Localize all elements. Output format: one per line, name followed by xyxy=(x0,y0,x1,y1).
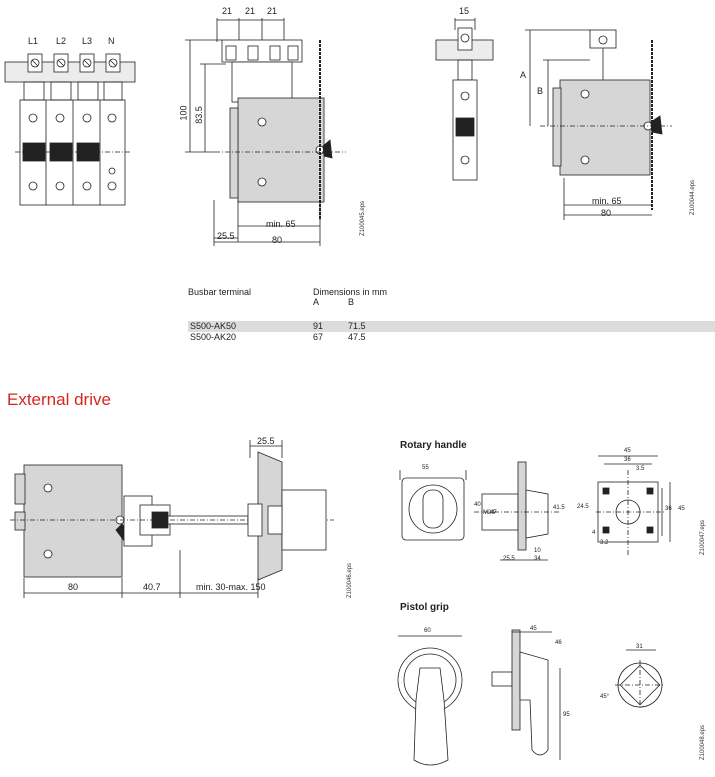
pistol-d45: 45 xyxy=(530,626,537,632)
dim-83-5: 83.5 xyxy=(193,106,204,124)
rotary-d41-5: 41.5 xyxy=(553,505,565,511)
dim-15: 15 xyxy=(459,6,470,16)
phase-label-l3: L3 xyxy=(82,36,93,46)
dim-40-7: 40.7 xyxy=(143,582,161,592)
dim-100: 100 xyxy=(178,105,189,121)
rotary-d24-5: 24.5 xyxy=(577,504,589,510)
dim-80-ext: 80 xyxy=(68,582,79,592)
front-view-breaker xyxy=(4,53,136,206)
pistol-d60: 60 xyxy=(424,628,431,634)
table-sub-b: B xyxy=(348,297,355,307)
dim-b: B xyxy=(537,86,544,96)
table-cell-a: 67 xyxy=(313,332,324,342)
rotary-d45: 45 xyxy=(624,448,631,454)
dim-21-a: 21 xyxy=(222,6,233,16)
rotary-d36: 36 xyxy=(624,457,631,463)
file-id-middle: Z100045.eps xyxy=(360,200,366,236)
table-cell-b: 71.5 xyxy=(348,321,366,331)
table-cell-name: S500-AK50 xyxy=(190,321,237,331)
side-view-busbar xyxy=(185,18,346,246)
table-sub-a: A xyxy=(313,297,320,307)
rotary-d55: 55 xyxy=(422,465,429,471)
pistol-grip-drawing xyxy=(397,629,665,766)
rotary-d36b: 36 xyxy=(665,506,672,512)
pistol-d31: 31 xyxy=(636,644,643,650)
rotary-m24: M24 xyxy=(483,510,495,516)
rotary-handle-drawing xyxy=(399,455,671,561)
pistol-d46: 46 xyxy=(555,640,562,646)
rotary-handle-title: Rotary handle xyxy=(400,440,467,451)
external-drive-drawing xyxy=(10,440,334,598)
table-row: S500-AK20 67 47.5 xyxy=(188,332,715,343)
phase-label-l1: L1 xyxy=(28,36,39,46)
file-id-pistol: Z100048.eps xyxy=(700,724,706,760)
dim-25-5-ext: 25.5 xyxy=(257,436,275,446)
rotary-d10: 10 xyxy=(534,548,541,554)
table-cell-name: S500-AK20 xyxy=(190,332,237,342)
dim-80-right: 80 xyxy=(601,208,612,218)
table-col-dimensions: Dimensions in mm xyxy=(313,287,388,297)
rotary-d3-2: 3.2 xyxy=(600,540,609,546)
dim-80: 80 xyxy=(272,235,283,245)
dim-21-c: 21 xyxy=(267,6,278,16)
pistol-d95: 95 xyxy=(563,712,570,718)
pistol-grip-title: Pistol grip xyxy=(400,602,449,613)
rotary-d40: 40 xyxy=(474,502,481,508)
file-id-rotary: Z100047.eps xyxy=(700,519,706,555)
table-cell-b: 47.5 xyxy=(348,332,366,342)
table-col-busbar: Busbar terminal xyxy=(188,287,252,297)
table-row: S500-AK50 91 71.5 xyxy=(188,321,715,332)
dim-min-65-right: min. 65 xyxy=(592,196,622,206)
file-id-external: Z100046.eps xyxy=(347,562,353,598)
pistol-d45-deg: 45° xyxy=(600,694,610,700)
dim-a: A xyxy=(520,70,527,80)
rotary-d47: 47 xyxy=(490,510,497,516)
phase-label-n: N xyxy=(108,36,115,46)
file-id-right: Z100044.eps xyxy=(690,179,696,215)
rotary-d34: 34 xyxy=(534,556,541,562)
phase-label-l2: L2 xyxy=(56,36,67,46)
rotary-d4: 4 xyxy=(592,530,596,536)
dim-21-b: 21 xyxy=(245,6,256,16)
rotary-d45b: 45 xyxy=(678,506,685,512)
table-cell-a: 91 xyxy=(313,321,324,331)
dim-min-65: min. 65 xyxy=(266,219,296,229)
rotary-d25-5: 25.5 xyxy=(503,556,515,562)
rotary-d3-5: 3.5 xyxy=(636,466,645,472)
section-title: External drive xyxy=(7,390,111,409)
dim-25-5: 25.5 xyxy=(217,231,235,241)
dim-range: min. 30-max. 150 xyxy=(196,582,266,592)
single-module-views xyxy=(435,18,672,220)
busbar-table: Busbar terminal Dimensions in mm A B S50… xyxy=(188,287,715,343)
